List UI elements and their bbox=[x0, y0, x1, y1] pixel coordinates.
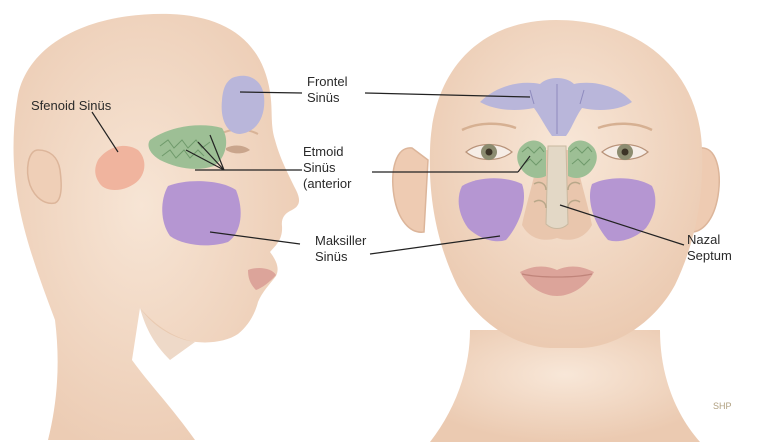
front-ear-left bbox=[393, 148, 428, 232]
label-line: Septum bbox=[687, 248, 732, 264]
label-frontal-sinus: Frontel Sinüs bbox=[307, 74, 347, 106]
label-line: Sfenoid Sinüs bbox=[31, 98, 111, 114]
label-line: Maksiller bbox=[315, 233, 366, 249]
label-line: (anterior bbox=[303, 176, 351, 192]
profile-head bbox=[14, 14, 300, 440]
label-line: Etmoid bbox=[303, 144, 351, 160]
label-line: Frontel bbox=[307, 74, 347, 90]
label-line: Sinüs bbox=[315, 249, 366, 265]
label-line: Nazal bbox=[687, 232, 732, 248]
profile-skin bbox=[14, 14, 300, 440]
label-line: Sinüs bbox=[307, 90, 347, 106]
front-nasal-septum bbox=[546, 146, 568, 229]
artist-signature: SHP bbox=[713, 398, 732, 414]
label-line: Sinüs bbox=[303, 160, 351, 176]
label-sfenoid-sinus: Sfenoid Sinüs bbox=[31, 98, 111, 114]
front-head bbox=[393, 20, 719, 442]
label-nazal-septum: Nazal Septum bbox=[687, 232, 732, 264]
label-maksiller-sinus: Maksiller Sinüs bbox=[315, 233, 366, 265]
profile-maxillary-sinus bbox=[162, 181, 240, 245]
label-etmoid-sinus: Etmoid Sinüs (anterior bbox=[303, 144, 351, 192]
